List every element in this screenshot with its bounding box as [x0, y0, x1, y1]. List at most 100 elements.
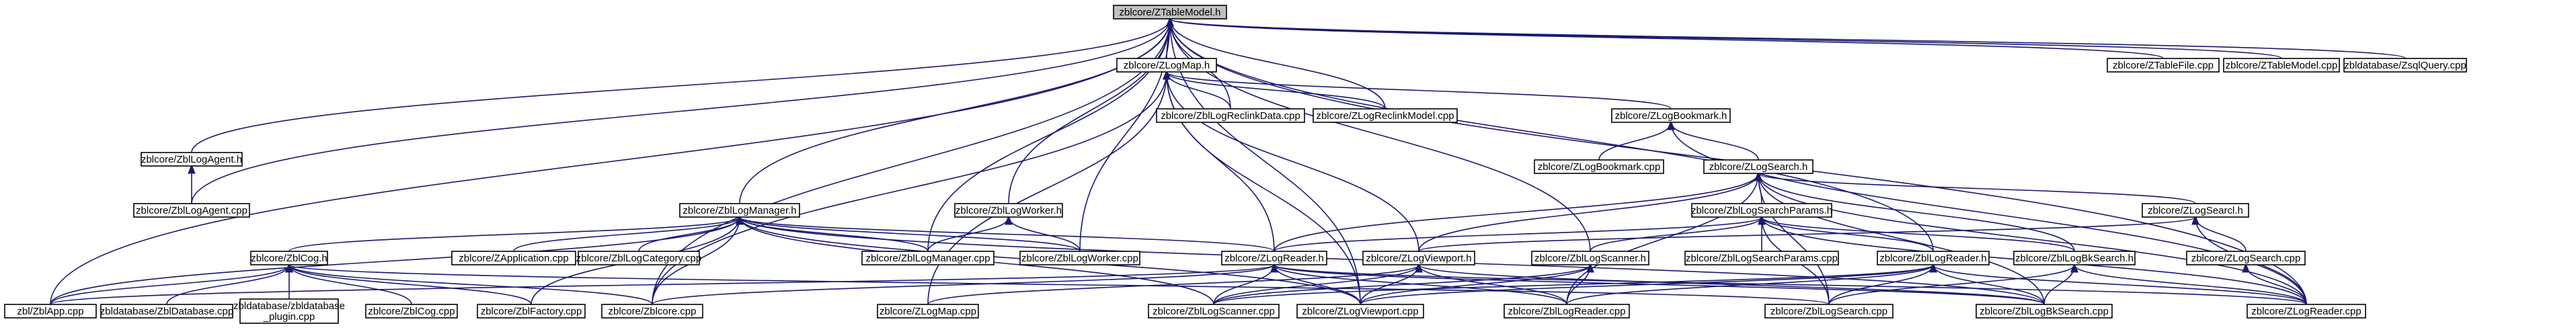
- node-box: [1221, 251, 1327, 265]
- node-zblcog-cpp[interactable]: zblcore/ZblCog.cpp: [365, 304, 458, 319]
- node-zbllogbksearch-h[interactable]: zblcore/ZblLogBkSearch.h: [2013, 251, 2136, 265]
- node-box: [477, 304, 586, 319]
- edge-zbllogworker_cpp-to-ztablemodel_h: [1079, 19, 1170, 252]
- node-zbllogmanager-cpp[interactable]: zblcore/ZblLogManager.cpp: [861, 251, 994, 265]
- node-box: [601, 304, 703, 319]
- node-zbllogworker-cpp[interactable]: zblcore/ZblLogWorker.cpp: [1019, 251, 1140, 265]
- node-zblfactory-cpp[interactable]: zblcore/ZblFactory.cpp: [477, 304, 586, 319]
- node-ztablemodel-h[interactable]: zblcore/ZTableModel.h: [1113, 5, 1227, 19]
- node-zbllogbksearch-cpp[interactable]: zblcore/ZblLogBkSearch.cpp: [1976, 304, 2113, 319]
- node-zbllogworker-h[interactable]: zblcore/ZblLogWorker.h: [954, 203, 1063, 218]
- node-label: zblcore/ZLogSearcl.h: [2148, 205, 2243, 216]
- edge-zbllogscanner_h-to-zblogsearchparams_h: [1590, 217, 1762, 252]
- node-zlogsearch-cpp[interactable]: zblcore/ZLogSearch.cpp: [2186, 251, 2306, 265]
- edge-zlogviewport_h-to-zlogsearcl_h: [1418, 217, 2195, 252]
- node-box: [2013, 251, 2136, 265]
- node-zbllogagent-h[interactable]: zblcore/ZblLogAgent.h: [141, 152, 243, 167]
- node-zlogreader-cpp[interactable]: zblcore/ZLogReader.cpp: [2247, 304, 2366, 319]
- node-zlogviewport-cpp[interactable]: zblcore/ZLogViewport.cpp: [1296, 304, 1424, 319]
- edge-zbllogscanner_cpp-to-zlogviewport_h: [1213, 265, 1419, 305]
- node-zsqlquery-cpp[interactable]: zbldatabase/ZsqlQuery.cpp: [2343, 58, 2467, 73]
- node-label: zblcore/ZblLogReader.cpp: [1508, 306, 1625, 317]
- node-label: zblcore/ZblLogManager.cpp: [865, 253, 990, 264]
- node-zbllogagent-cpp[interactable]: zblcore/ZblLogAgent.cpp: [133, 203, 250, 218]
- edge-zlogreader_cpp-to-zbllogbksearch_h: [2074, 265, 2307, 305]
- node-box: [1976, 304, 2113, 319]
- edge-zlogreader_h-to-zlogsearch_h: [1274, 173, 1758, 252]
- edge-zblcog_cpp-to-zblcog_h: [289, 265, 412, 305]
- node-zlogviewport-h[interactable]: zblcore/ZLogViewport.h: [1362, 251, 1475, 265]
- node-box: [141, 152, 243, 167]
- node-zlogreader-h[interactable]: zblcore/ZLogReader.h: [1221, 251, 1327, 265]
- node-zbllogsearch-cpp[interactable]: zblcore/ZblLogSearch.cpp: [1764, 304, 1894, 319]
- node-zbllogscanner-cpp[interactable]: zblcore/ZblLogScanner.cpp: [1148, 304, 1280, 319]
- edge-zlogmap_cpp-to-zlogviewport_h: [927, 265, 1419, 305]
- node-zblcog-h[interactable]: zblcore/ZblCog.h: [250, 251, 328, 265]
- node-box: [2343, 58, 2467, 73]
- node-label: zblcore/ZblLogAgent.h: [141, 154, 242, 165]
- node-zbllogscanner-h[interactable]: zblcore/ZblLogScanner.h: [1531, 251, 1649, 265]
- node-box: [1877, 251, 1990, 265]
- edge-zbllogworker_h-to-ztablemodel_h: [1008, 19, 1170, 204]
- node-box: [451, 251, 576, 265]
- node-label: zblcore/ZLogSearch.h: [1709, 161, 1808, 173]
- node-label: zblcore/ZApplication.cpp: [459, 253, 568, 264]
- node-label: zblcore/ZblLogBkSearch.h: [2015, 253, 2134, 264]
- node-label: zblcore/ZblLogReader.h: [1879, 253, 1986, 264]
- edge-zbllogbksearch_cpp-to-zlogsearch_h: [1758, 173, 2045, 305]
- node-box: [2247, 304, 2366, 319]
- node-zlogsearch-h[interactable]: zblcore/ZLogSearch.h: [1703, 159, 1813, 174]
- edge-zblapp_cpp-to-zblcog_h: [50, 265, 289, 305]
- node-zbllogreader-h[interactable]: zblcore/ZblLogReader.h: [1877, 251, 1990, 265]
- edge-zbllogreader_cpp-to-zlogsearch_h: [1566, 173, 1758, 305]
- node-label: zblcore/ZblLogSearchParams.h: [1691, 205, 1832, 216]
- node-box: [861, 251, 994, 265]
- node-zbldatabase-cpp[interactable]: zbldatabase/ZblDatabase.cpp: [100, 304, 233, 319]
- edge-zlogviewport_cpp-to-zbllogscanner_h: [1360, 265, 1590, 305]
- node-label: zbldatabase/ZblDatabase.cpp: [100, 306, 233, 317]
- node-box: [1019, 251, 1140, 265]
- node-box: [4, 304, 97, 319]
- node-zlogbookmark-h[interactable]: zblcore/ZLogBookmark.h: [1611, 108, 1731, 123]
- node-zlogmap-h[interactable]: zblcore/ZLogMap.h: [1116, 58, 1217, 73]
- node-ztablemodel-cpp[interactable]: zblcore/ZTableModel.cpp: [2223, 58, 2340, 73]
- node-zlogreclinkmodel-cpp[interactable]: zblcore/ZLogReclinkModel.cpp: [1313, 108, 1458, 123]
- node-zbllogcategory-cpp[interactable]: zblcore/ZblLogCategory.cpp: [576, 251, 702, 265]
- node-label: zblcore/ZLogViewport.h: [1366, 253, 1471, 264]
- node-label: zblcore/ZblLogScanner.cpp: [1153, 306, 1275, 317]
- node-box: [239, 298, 339, 324]
- node-zbldatabase-plugin-cpp[interactable]: zbldatabase/zbldatabase_plugin.cpp: [233, 298, 345, 324]
- node-box: [877, 304, 979, 319]
- node-zbllogmanager-h[interactable]: zblcore/ZblLogManager.h: [679, 203, 800, 218]
- node-label: zblcore/ZblLogScanner.h: [1534, 253, 1646, 264]
- node-label: zblcore/ZTableModel.h: [1120, 7, 1221, 18]
- edge-zblapp_cpp-to-zbllogmanager_h: [50, 217, 740, 305]
- edge-zlogreader_cpp-to-zlogbookmark_h: [1671, 122, 2307, 305]
- node-zbllogreader-cpp[interactable]: zblcore/ZblLogReader.cpp: [1504, 304, 1630, 319]
- node-zapplication-cpp[interactable]: zblcore/ZApplication.cpp: [451, 251, 576, 265]
- edge-zbllogsearch_cpp-to-zbllogbksearch_h: [1828, 265, 2074, 305]
- node-zlogmap-cpp[interactable]: zblcore/ZLogMap.cpp: [877, 304, 979, 319]
- edge-zlogreader_cpp-to-zlogsearch_h: [1758, 173, 2307, 305]
- node-label: zblcore/ZblLogSearch.cpp: [1770, 306, 1887, 317]
- edge-zbllogbksearch_cpp-to-zbllogbksearch_h: [2043, 265, 2074, 305]
- node-box: [2186, 251, 2306, 265]
- node-zblogsearchparams-cpp[interactable]: zblcore/ZblLogSearchParams.cpp: [1684, 251, 1839, 265]
- node-label: zbldatabase/zbldatabase_plugin.cpp: [233, 300, 345, 323]
- edge-zlogreader_cpp-to-zlogreader_h: [1274, 265, 2307, 305]
- node-box: [100, 304, 233, 319]
- node-zlogsearcl-h[interactable]: zblcore/ZLogSearcl.h: [2142, 203, 2249, 218]
- node-zblapp-cpp[interactable]: zbl/ZblApp.cpp: [4, 304, 97, 319]
- node-zlogbookmark-cpp[interactable]: zblcore/ZLogBookmark.cpp: [1534, 159, 1664, 174]
- node-zblogsearchparams-h[interactable]: zblcore/ZblLogSearchParams.h: [1691, 203, 1832, 218]
- node-box: [1531, 251, 1649, 265]
- node-zbllogreclinkdata-cpp[interactable]: zblcore/ZblLogReclinkData.cpp: [1156, 108, 1305, 123]
- edge-zbllogsearch_cpp-to-zbllogreader_h: [1828, 265, 1933, 305]
- edge-zbllogsearch_cpp-to-zblcog_h: [289, 265, 1830, 305]
- edge-ztablemodel_cpp-to-ztablemodel_h: [1170, 19, 2282, 59]
- edge-zblapp_cpp-to-ztablemodel_h: [50, 19, 1170, 305]
- node-label: zblcore/ZTableModel.cpp: [2226, 60, 2338, 71]
- node-label: zbldatabase/ZsqlQuery.cpp: [2344, 60, 2466, 71]
- node-ztablefile-cpp[interactable]: zblcore/ZTableFile.cpp: [2107, 58, 2220, 73]
- node-zblcore-cpp[interactable]: zblcore/Zblcore.cpp: [601, 304, 703, 319]
